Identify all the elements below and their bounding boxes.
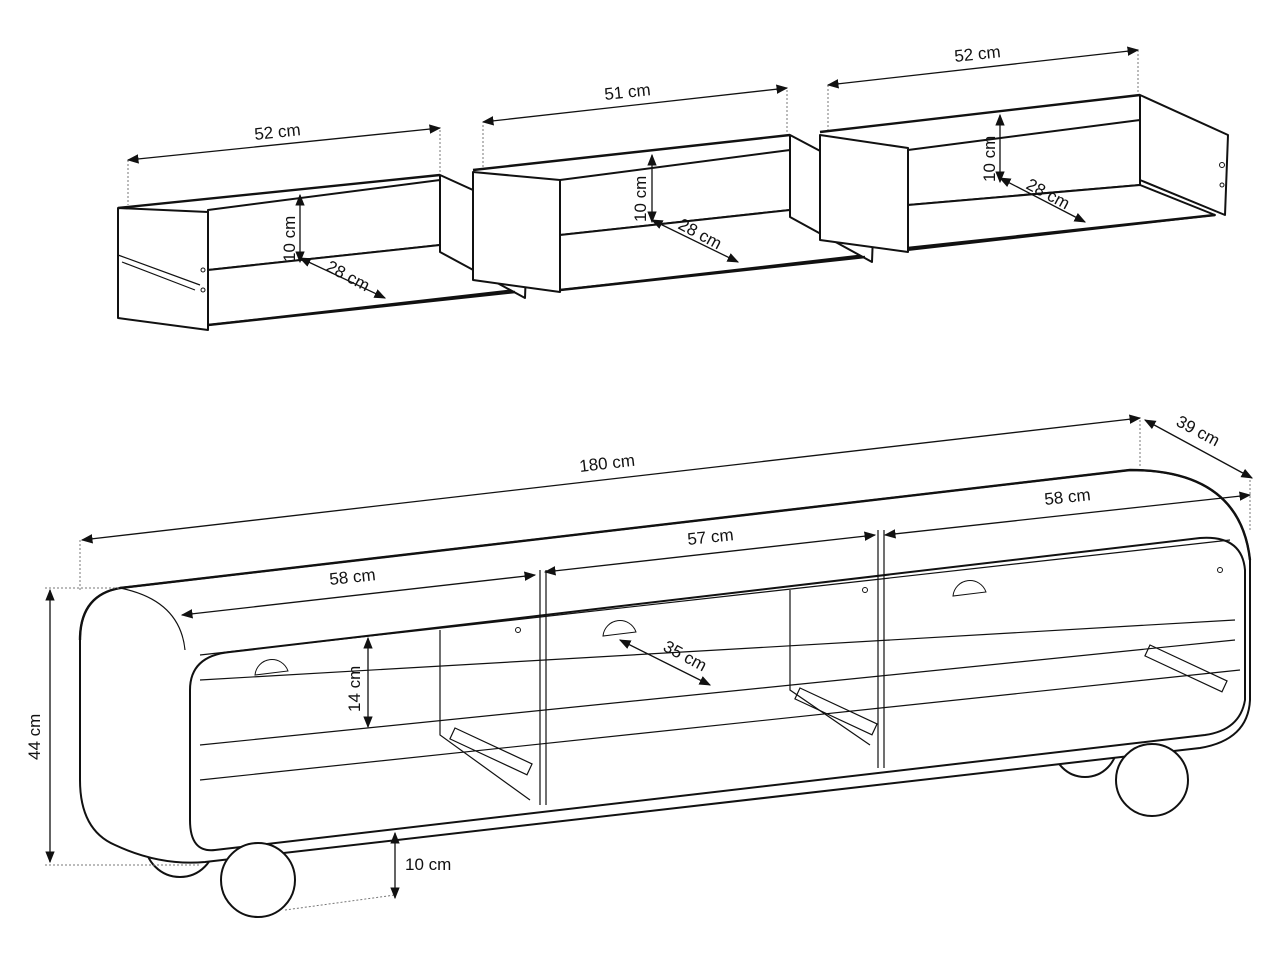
drawer-3-width-label: 52 cm (953, 42, 1001, 66)
cabinet (78, 468, 1252, 918)
height-label: 44 cm (25, 714, 44, 760)
total-width-label: 180 cm (578, 451, 636, 476)
drawer-1 (117, 130, 529, 331)
drawer-3 (819, 50, 1229, 253)
wheel-front-right (1115, 743, 1189, 817)
shelf-gap-label: 14 cm (345, 666, 364, 712)
drawer-2-width-label: 51 cm (603, 80, 651, 104)
compartment-middle-label: 57 cm (686, 525, 734, 549)
drawer-1-width-label: 52 cm (253, 120, 301, 144)
wheel-front-left (220, 842, 296, 918)
drawer-2 (472, 90, 876, 293)
leg-height-label: 10 cm (405, 855, 451, 874)
drawer-2-height-label: 10 cm (631, 176, 650, 222)
drawer-slide-icons (449, 644, 1228, 776)
compartment-left-label: 58 cm (328, 565, 376, 589)
drawer-1-height-label: 10 cm (280, 216, 299, 262)
depth-label: 39 cm (1173, 412, 1223, 451)
drawer-3-height-label: 10 cm (980, 136, 999, 182)
compartment-right-label: 58 cm (1043, 485, 1091, 509)
